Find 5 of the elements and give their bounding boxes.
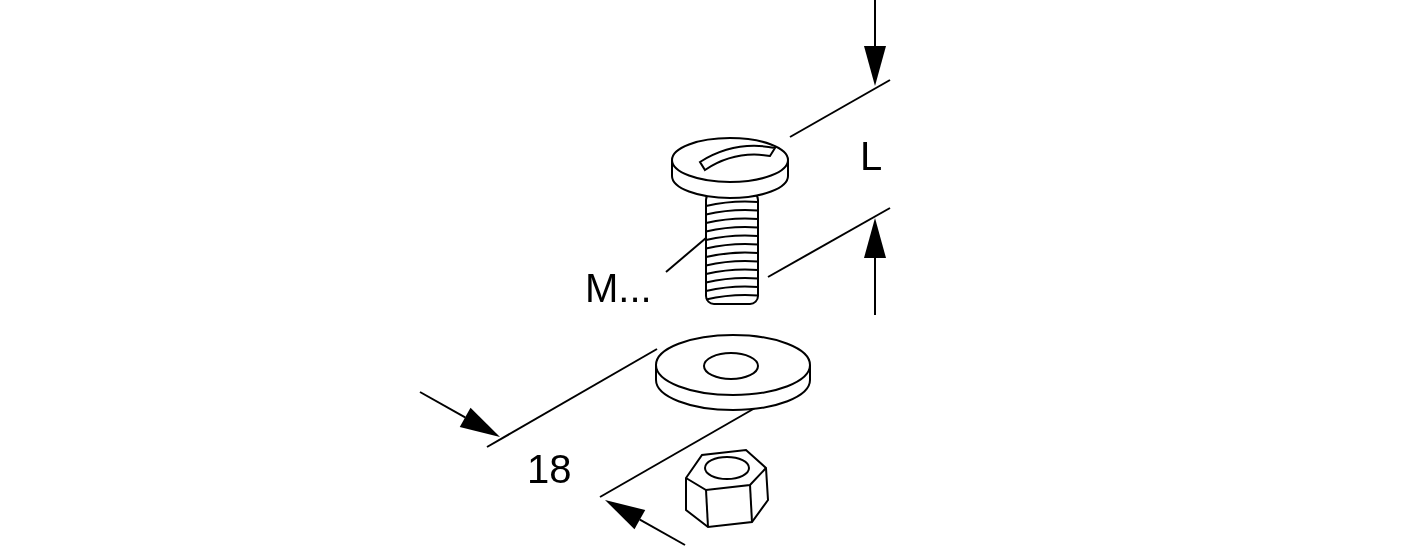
dimension-label: L bbox=[860, 136, 883, 176]
screw-drawing bbox=[671, 137, 789, 305]
dimension-label: 18 bbox=[527, 449, 572, 489]
thread-size-label: M... bbox=[585, 268, 652, 308]
leader-line bbox=[665, 237, 707, 273]
